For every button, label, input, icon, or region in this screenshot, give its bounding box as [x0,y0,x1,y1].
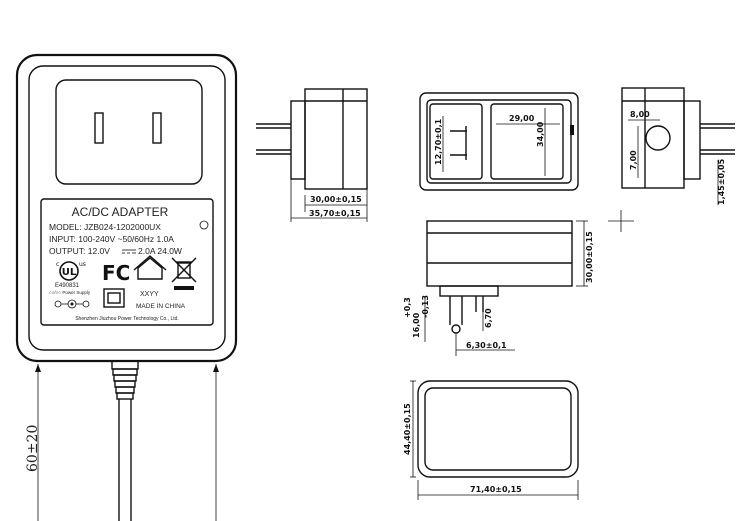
svg-text:c: c [56,261,59,268]
pin-length-dim: 16,00 [412,312,421,338]
top-view: 12,70±0,1 29,00 34,00 [419,92,579,191]
right-pin-thick-dim: 1,45±0,05 [717,158,726,205]
ul-mark-icon: UL c us [56,261,86,281]
right-view: 8,00 7,00 1,45±0,05 [621,87,735,205]
side-outer-dim: 35,70±0,15 [309,209,361,218]
cable-length-value: 60±20 [25,425,41,472]
label-input: INPUT: 100-240V ~50/60Hz 1.0A [49,234,174,244]
pin-tol-minus: -0,13 [421,295,430,318]
label-model: MODEL: JZB024-1202000UX [49,222,161,232]
pin-tol-plus: +0,3 [403,297,412,318]
cable [111,360,139,521]
pin-spacing-dim: 6,70 [484,308,493,328]
right-pin-height-dim: 7,00 [629,150,638,170]
bottom-side-view: 30,00±0,15 16,00 +0,3 -0,13 6,70 6,30±0,… [403,220,594,356]
double-insulation-icon [103,288,125,308]
front-view: AC/DC ADAPTER MODEL: JZB024-1202000UX IN… [15,53,238,521]
top-width-dim: 29,00 [509,114,535,123]
base-view: 44,40±0,15 71,40±0,15 [403,380,579,500]
polarity-icon [54,299,90,309]
base-width-dim: 71,40±0,15 [470,485,522,494]
label-made-in: MADE IN CHINA [136,303,186,310]
label-small-left: ○○/○○ Power Supply [49,290,91,295]
svg-text:FC: FC [102,261,130,285]
label-ul-code: E490831 [55,283,80,289]
side-inner-dim: 30,00±0,15 [310,195,362,204]
base-height-dim: 44,40±0,15 [403,403,412,455]
svg-text:us: us [79,261,86,268]
svg-text:UL: UL [62,267,77,278]
product-label: AC/DC ADAPTER MODEL: JZB024-1202000UX IN… [40,198,214,326]
label-company: Shenzhen Jiuzhou Power Technology Co., L… [75,316,179,322]
cable-length-dimension: 60±20 [25,364,219,521]
label-title: AC/DC ADAPTER [72,205,169,219]
right-pin-width-dim: 8,00 [630,110,650,119]
bottom-height-dim: 30,00±0,15 [585,231,594,283]
fcc-logo-icon: FC [102,261,130,285]
plug-width-dim: 12,70±0,1 [434,118,443,165]
side-view: 30,00±0,15 35,70±0,15 [256,88,368,222]
dc-symbol-icon [122,249,136,254]
screw-icon [199,220,209,230]
label-output-current: 2.0A 24.0W [138,246,182,256]
crosshair-mark [608,210,634,232]
pin-offset-dim: 6,30±0,1 [466,341,507,350]
weee-bin-icon [171,257,197,290]
top-height-dim: 34,00 [536,121,545,147]
home-icon [133,255,167,280]
label-date-code: XXYY [140,291,159,298]
label-output-voltage: OUTPUT: 12.0V [49,246,110,256]
